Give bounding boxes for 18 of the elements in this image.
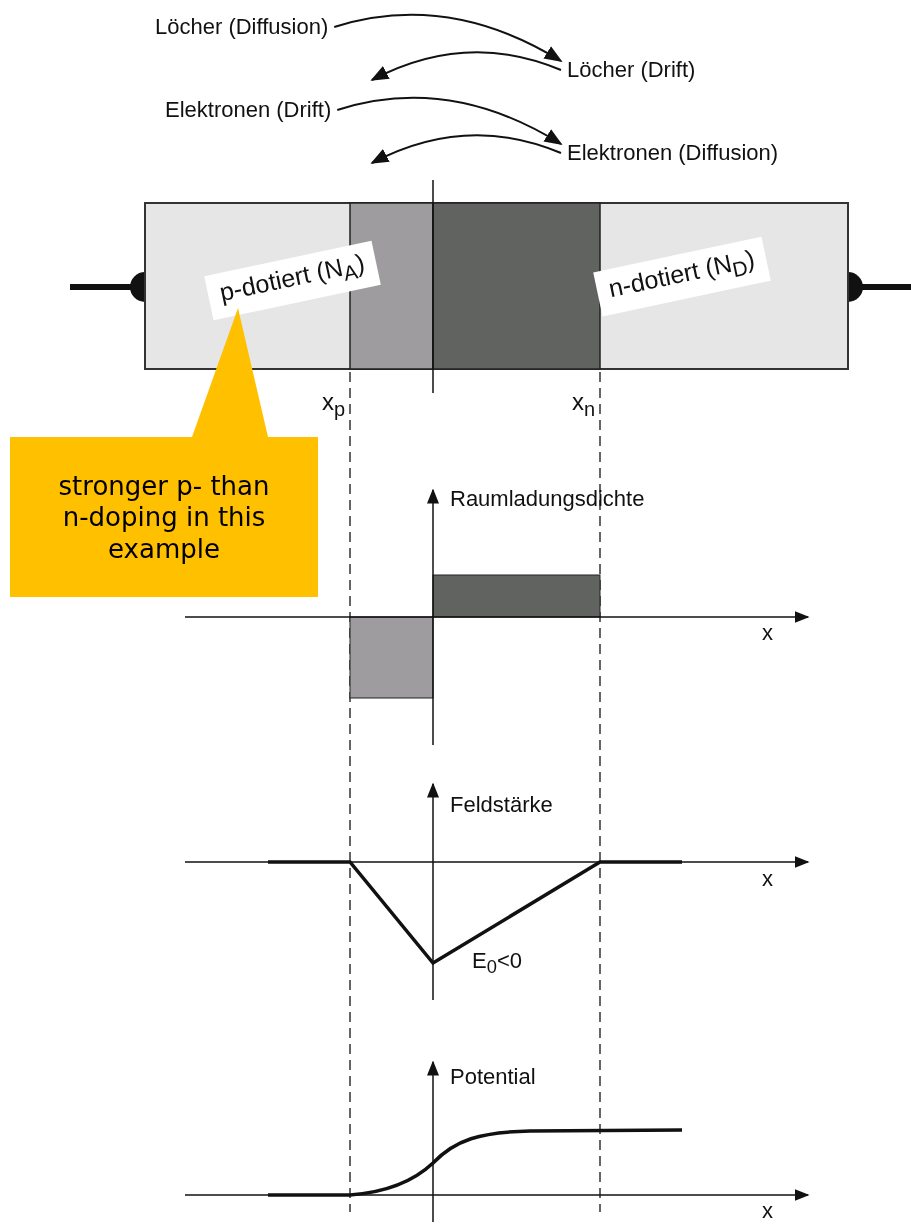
flow-label: Elektronen (Diffusion) <box>567 142 779 164</box>
axis-label: Feldstärke <box>450 794 553 816</box>
axis-label: x <box>762 868 773 890</box>
curved-arrow <box>370 134 562 164</box>
flow-label: Löcher (Diffusion) <box>155 16 329 38</box>
curved-arrow <box>333 13 563 62</box>
axis-label: x <box>762 1200 773 1222</box>
value-label: E$_{0}$<0 <box>472 950 522 977</box>
axis-label: Potential <box>450 1066 536 1088</box>
axis-label: x <box>762 622 773 644</box>
position-label: x$_{p}$ <box>322 390 346 419</box>
position-label: x$_{n}$ <box>572 390 596 419</box>
curved-arrow <box>370 51 562 81</box>
flow-label: Elektronen (Drift) <box>165 99 332 121</box>
axis-label: Raumladungsdichte <box>450 488 645 510</box>
curved-arrow <box>336 96 563 145</box>
callout-note: stronger p- than n-doping in this example <box>10 308 318 597</box>
flow-label: Löcher (Drift) <box>567 59 696 81</box>
